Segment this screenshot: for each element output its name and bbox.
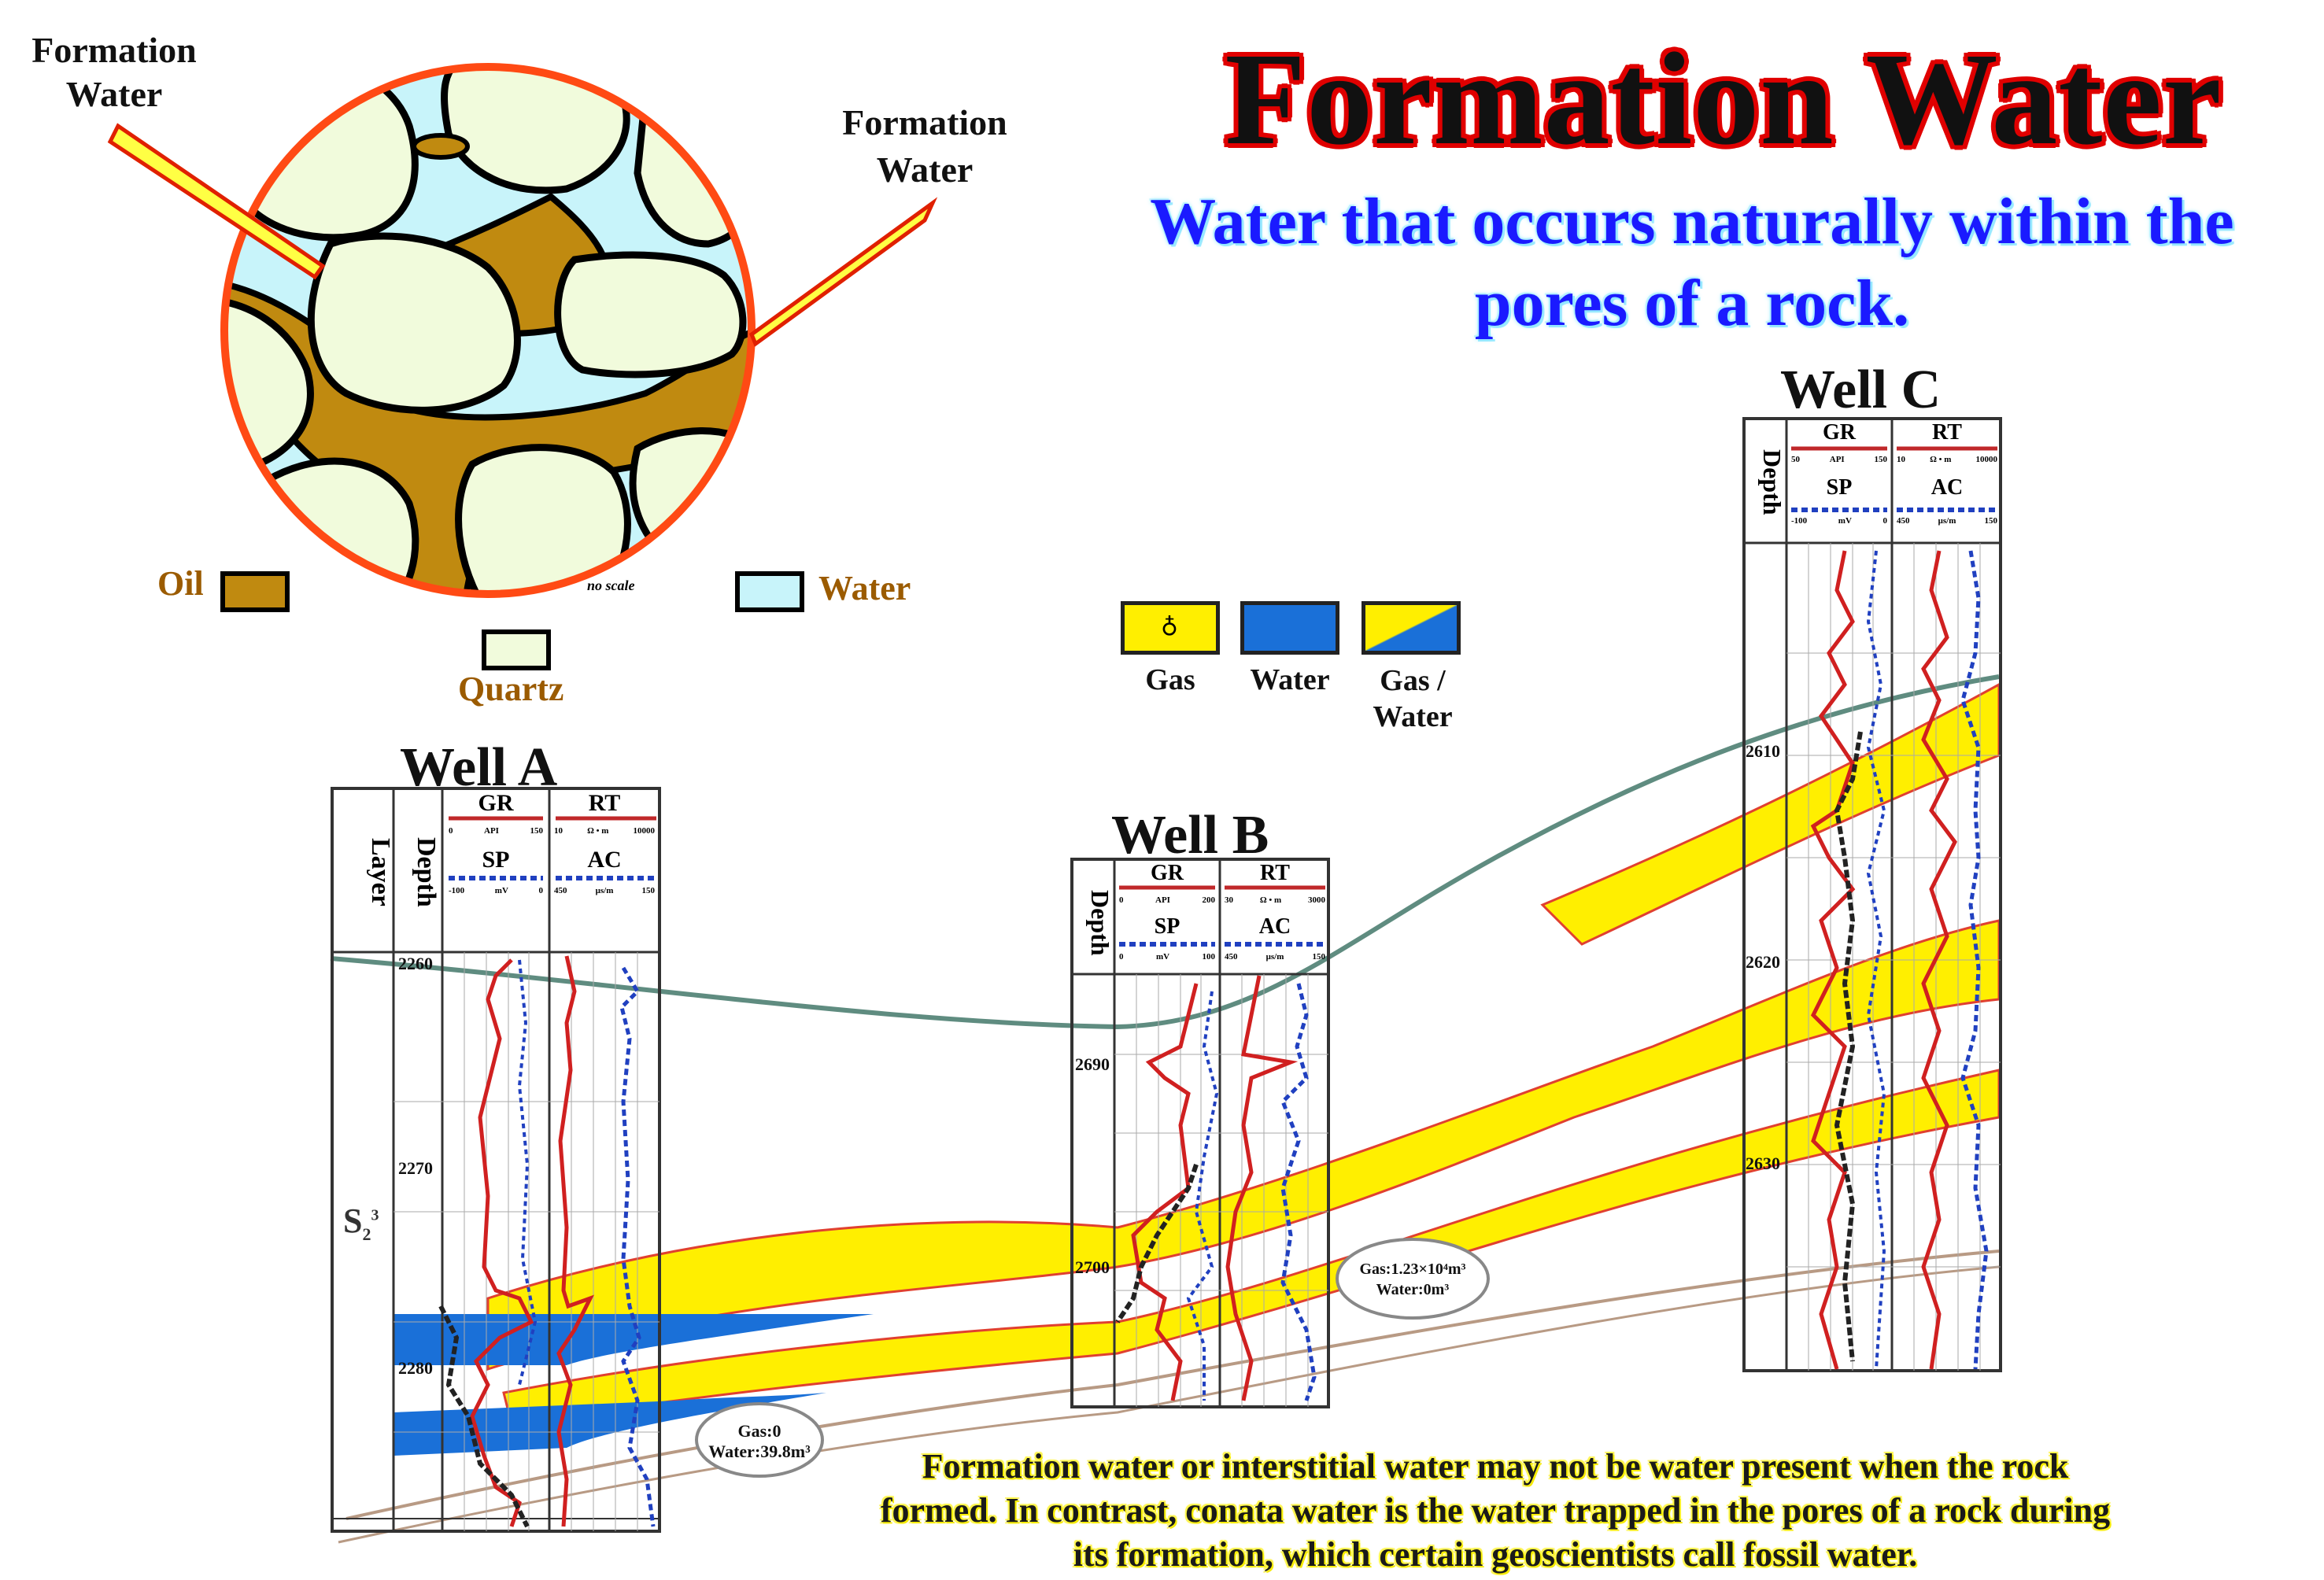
well-b-depth-2: 2700 [1075,1257,1110,1277]
well-b-sp-header: SP [1154,914,1180,939]
well-a-depth-2: 2270 [398,1158,433,1178]
well-c-gr-header: GR [1823,420,1856,445]
well-a-result: Gas:0 Water:39.8m³ [708,1421,811,1461]
legend-oil-label: Oil [157,564,204,603]
legend-gas-swatch: ♁ [1121,601,1220,655]
well-a-gr-header: GR [478,790,514,816]
lower-horizon-1 [345,1250,2000,1520]
subtitle-line-2: pores of a rock. [1474,267,1910,340]
legend-gas-water-swatch [1362,601,1461,655]
well-c-sp-header: SP [1826,475,1853,500]
legend-water-swatch [735,571,804,612]
well-b-gr-header: GR [1151,861,1184,885]
legend-quartz-swatch [482,629,551,670]
well-b-depth-header: Depth [1086,890,1114,956]
well-c-log [1742,417,2002,1372]
well-b-title: Well B [1111,805,1269,866]
page-title: Formation Water [1225,26,2222,172]
legend-water-fluid-swatch [1240,601,1339,655]
page-subtitle: Water that occurs naturally within the p… [1086,181,2298,345]
well-b-ac-header: AC [1258,914,1291,939]
footnote: Formation water or interstitial water ma… [880,1447,2111,1574]
pore-diagram [107,63,938,598]
well-b-log [1070,858,1330,1408]
right-formation-water-label: Formation Water [842,102,1007,190]
legend-gas-water-label: Gas / Water [1373,664,1453,733]
well-a-ac-header: AC [587,847,622,873]
scale-note: no scale [587,578,635,593]
legend-oil-swatch [220,571,290,612]
well-a-depth-1: 2260 [398,954,433,973]
well-b-rt-header: RT [1260,861,1290,885]
well-a-layer-label: S23 [343,1202,379,1244]
well-b-result-ellipse [1336,1238,1490,1320]
legend-gas-label: Gas [1145,663,1195,696]
legend-water-label: Water [818,569,911,607]
well-c-depth-1: 2610 [1746,741,1780,761]
horizon-line [330,674,2000,1030]
well-c-depth-2: 2620 [1746,952,1780,972]
well-c-title: Well C [1780,360,1942,420]
water-band-a-1 [393,1314,874,1365]
left-arrow-icon [107,123,326,280]
well-b-result: Gas:1.23×10⁴m³ Water:0m³ [1359,1261,1466,1298]
well-b-depth-1: 2690 [1075,1054,1110,1074]
well-a-rt-header: RT [588,790,621,816]
subtitle-line-1: Water that occurs naturally within the [1150,185,2234,258]
legend-quartz-label: Quartz [458,670,564,708]
legend-water-fluid-label: Water [1250,663,1330,696]
well-a-log [331,787,661,1533]
well-a-result-ellipse [695,1402,824,1478]
pore-circle-outline [220,63,756,598]
well-c-rt-header: RT [1932,420,1962,445]
right-arrow-icon [748,197,938,347]
well-a-sp-header: SP [482,847,510,873]
well-c-depth-3: 2630 [1746,1154,1780,1173]
well-a-depth-header: Depth [412,836,441,907]
well-a-depth-3: 2280 [398,1358,433,1378]
lower-horizon-2 [338,1265,2000,1544]
water-band-a-2 [393,1393,826,1456]
well-c-ac-header: AC [1931,475,1964,500]
left-formation-water-label: Formation Water [31,30,197,114]
gas-symbol-icon: ♁ [1161,612,1178,638]
well-c-depth-header: Depth [1758,449,1786,515]
well-a-layer-header: Layer [366,837,395,906]
